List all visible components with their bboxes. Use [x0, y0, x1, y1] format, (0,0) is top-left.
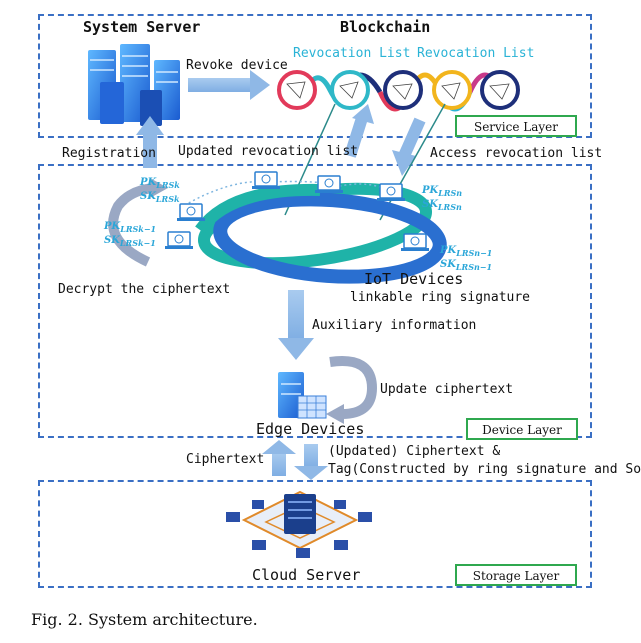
- revoke-device-arrow: [188, 70, 270, 100]
- storage-layer-tag: Storage Layer: [455, 564, 577, 586]
- key-sk-n1: SKLRSn−1: [440, 259, 493, 272]
- blockchain-heading: Blockchain: [340, 18, 431, 36]
- key-sk-k1: SKLRSk−1: [104, 235, 156, 248]
- updated-cipher-down-arrow: [294, 444, 328, 480]
- auxiliary-info-label: Auxiliary information: [312, 318, 477, 333]
- access-revocation-arrow: [392, 117, 426, 176]
- edge-devices-label: Edge Devices: [256, 420, 365, 438]
- registration-label: Registration: [62, 146, 156, 161]
- server-rack-icon: [88, 44, 180, 126]
- decrypt-cycle-arrow: [108, 178, 168, 267]
- device-dotted-path: [179, 180, 393, 209]
- revoke-device-label: Revoke device: [186, 58, 288, 73]
- key-pk-n1: PKLRSn−1: [440, 245, 493, 258]
- service-layer-frame: [38, 14, 592, 138]
- ring-signature-label: linkable ring signature: [350, 290, 531, 305]
- laptop-icon: [177, 203, 205, 221]
- system-server-heading: System Server: [83, 18, 201, 36]
- laptop-icon: [315, 175, 343, 193]
- decrypt-label: Decrypt the ciphertext: [58, 282, 231, 297]
- access-revocation-label: Access revocation list: [430, 146, 603, 161]
- update-ciphertext-label: Update ciphertext: [380, 382, 514, 397]
- ring-signature-icon: [195, 182, 447, 284]
- device-layer-tag: Device Layer: [466, 418, 578, 440]
- cloud-server-icon: [226, 490, 372, 558]
- laptop-icon: [401, 233, 429, 251]
- service-layer-tag: Service Layer: [455, 115, 577, 137]
- iot-devices-label: IoT Devices: [364, 270, 464, 288]
- updated-revocation-arrow: [344, 104, 374, 158]
- laptop-icon: [165, 231, 193, 249]
- laptop-icon: [377, 183, 405, 201]
- chain-block-icon: [277, 70, 520, 112]
- updated-cipher-label-2: Tag(Constructed by ring signature and So…: [328, 462, 641, 477]
- laptop-icon: [252, 171, 280, 189]
- ciphertext-label: Ciphertext: [186, 452, 265, 467]
- key-pk-k1: PKLRSk−1: [104, 221, 157, 234]
- key-pk-n: PKLRSn: [422, 185, 463, 198]
- edge-server-icon: [278, 372, 327, 419]
- registration-arrow: [136, 116, 164, 168]
- cloud-server-label: Cloud Server: [252, 566, 361, 584]
- auxiliary-info-arrow: [278, 290, 314, 360]
- figure-caption: Fig. 2. System architecture.: [31, 610, 258, 629]
- update-cipher-loop-arrow: [326, 356, 378, 424]
- revocation-list-label-2: Revocation List: [417, 46, 535, 61]
- storage-layer-frame: [38, 480, 592, 588]
- revocation-list-label-1: Revocation List: [293, 46, 411, 61]
- ciphertext-up-arrow: [262, 440, 296, 476]
- updated-revocation-label: Updated revocation list: [178, 144, 359, 159]
- key-pk-k: PKLRSk: [140, 177, 180, 190]
- key-sk-k: SKLRSk: [140, 191, 180, 204]
- device-layer-frame: [38, 164, 592, 438]
- key-sk-n: SKLRSn: [422, 199, 462, 212]
- updated-cipher-label-1: (Updated) Ciphertext &: [328, 444, 501, 459]
